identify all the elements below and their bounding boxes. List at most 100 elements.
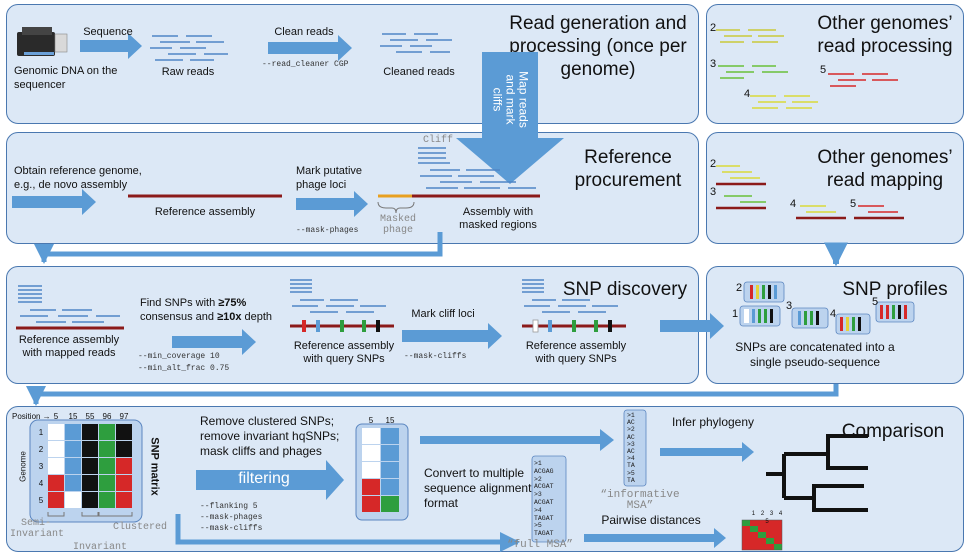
cliff-label: Cliff [422,135,453,146]
proc-number-2: 2 [709,22,717,34]
convert-msa-label: Convert to multiple sequence alignment f… [424,466,532,510]
profile-number-5: 5 [871,296,879,308]
full-msa-box [531,455,567,543]
informative-msa-label: “informative MSA” [600,489,680,512]
clean-reads-label: Clean reads [274,26,334,38]
comparison-mask-cliffs-option: --mask-cliffs [200,524,263,533]
other-genomes-reads-icon [716,29,898,109]
full-msa-label: “full MSA” [506,539,573,551]
genome-row-3: 3 [38,462,44,471]
semi-invariant-label: Semi-Invariant [10,518,65,540]
genome-row-4: 4 [38,479,44,488]
map-reads-arrow [456,52,564,184]
dist-label: 1 [751,511,758,517]
map-number-2: 2 [709,158,717,170]
find-snps-label: Find SNPs with ≥75% consensus and ≥10x d… [140,296,290,324]
info-msa-line: TA [627,476,635,484]
filtering-label: filtering [238,470,290,487]
cliff-reads [418,147,536,189]
profile-number-2: 2 [735,282,743,294]
genome-row-5: 5 [38,496,44,505]
mask-phages-option: --mask-phages [296,226,359,235]
query-snps-2-icon [522,279,626,333]
other-read-mapping-title: Other genomes’ read mapping [817,147,953,191]
find-snps-pct: ≥75% [218,297,247,309]
pairwise-distances-label: Pairwise distances [601,513,701,527]
comparison-mask-phages-option: --mask-phages [200,513,263,522]
snp-matrix-label: SNP matrix [148,437,161,496]
proc-number-5: 5 [819,64,827,76]
genome-row-1: 1 [38,428,44,437]
other-genomes-mapping-icon [716,165,904,220]
info-msa-line: >2 [627,426,635,434]
find-snps-text-1: Find SNPs with [140,297,219,309]
obtain-reference-arrow [12,189,96,215]
phylogeny-tree [766,434,868,512]
informative-msa-lines: >1 AC >2 AC >3 AC >4 TA >5 TA [627,412,647,484]
mark-phage-label: Mark putative phage loci [296,165,363,191]
profile-number-1: 1 [731,308,739,320]
panel-other-read-processing [706,4,964,124]
snp-matrix-grid [29,419,143,523]
query-snps-2-label: Reference assembly with query SNPs [525,340,627,365]
genome-row-2: 2 [38,445,44,454]
panel-other-read-mapping [706,132,964,244]
query-snps-1-icon [290,279,394,332]
filtered-col-15: 15 [385,416,395,425]
min-coverage-option: --min_coverage 10 [138,352,220,361]
matrix-category-brackets [47,512,133,517]
infer-phylogeny-arrow [660,442,754,462]
profiles-caption: SNPs are concatenated into a single pseu… [735,340,895,369]
position-97: 97 [119,412,129,421]
profile-number-3: 3 [785,300,793,312]
position-label: Position → [12,412,51,421]
mark-cliff-arrow [402,323,502,349]
panel-read-generation [6,4,699,124]
snp-profiles-title: SNP profiles [842,279,948,300]
proc-number-4: 4 [743,88,751,100]
cleaned-reads-icon [380,33,452,53]
map-reads-label: Map reads and mark cliffs [490,71,531,128]
find-snps-text-3: depth [241,311,273,323]
full-msa-line: >3 [534,491,542,499]
full-msa-line: >2 [534,475,542,483]
reference-procurement-title: Reference procurement [574,147,682,191]
position-55: 55 [85,412,95,421]
mapped-reads-icon [16,285,124,330]
info-msa-line: >3 [627,440,635,448]
informative-msa-box [623,409,647,487]
full-msa-line: TAGAT [534,514,554,522]
query-snps-1-label: Reference assembly with query SNPs [293,340,395,365]
min-alt-frac-option: --min_alt_frac 0.75 [138,364,230,373]
to-informative-msa-arrow [420,429,614,451]
panel-reference-procurement [6,132,699,244]
clean-reads-arrow [268,35,352,61]
raw-reads-label: Raw reads [161,66,215,78]
other-read-processing-title: Other genomes’ read processing [817,13,953,57]
position-15: 15 [68,412,78,421]
find-snps-depth: ≥10x [217,311,242,323]
dist-col-labels: 1 2 3 4 5 [748,510,788,526]
info-msa-line: >4 [627,455,635,463]
read-generation-title: Read generation and processing (once per… [509,13,687,80]
find-snps-arrow [172,329,256,355]
snp-discovery-title: SNP discovery [562,279,688,300]
reference-mapped-label: Reference assembly with mapped reads [18,334,120,359]
full-msa-line: ACGAT [534,498,554,506]
sequence-label: Sequence [83,26,133,38]
find-snps-text-2: consensus and [140,311,218,323]
dist-label: 3 [769,511,776,517]
pairwise-distance-heatmap [741,519,783,551]
profile-number-4: 4 [829,308,837,320]
sequence-arrow [80,33,142,59]
proc-number-3: 3 [709,58,717,70]
full-msa-line: ACGAG [534,467,554,475]
dist-label: 2 [760,511,767,517]
read-cleaner-option: --read_cleaner CGP [262,60,349,69]
matrix-to-full-msa-arrow [175,514,520,552]
dna-label: Genomic DNA on the sequencer [14,65,118,91]
masked-phage-brace [377,201,415,214]
full-msa-line: >5 [534,522,542,530]
info-msa-line: AC [627,448,635,456]
